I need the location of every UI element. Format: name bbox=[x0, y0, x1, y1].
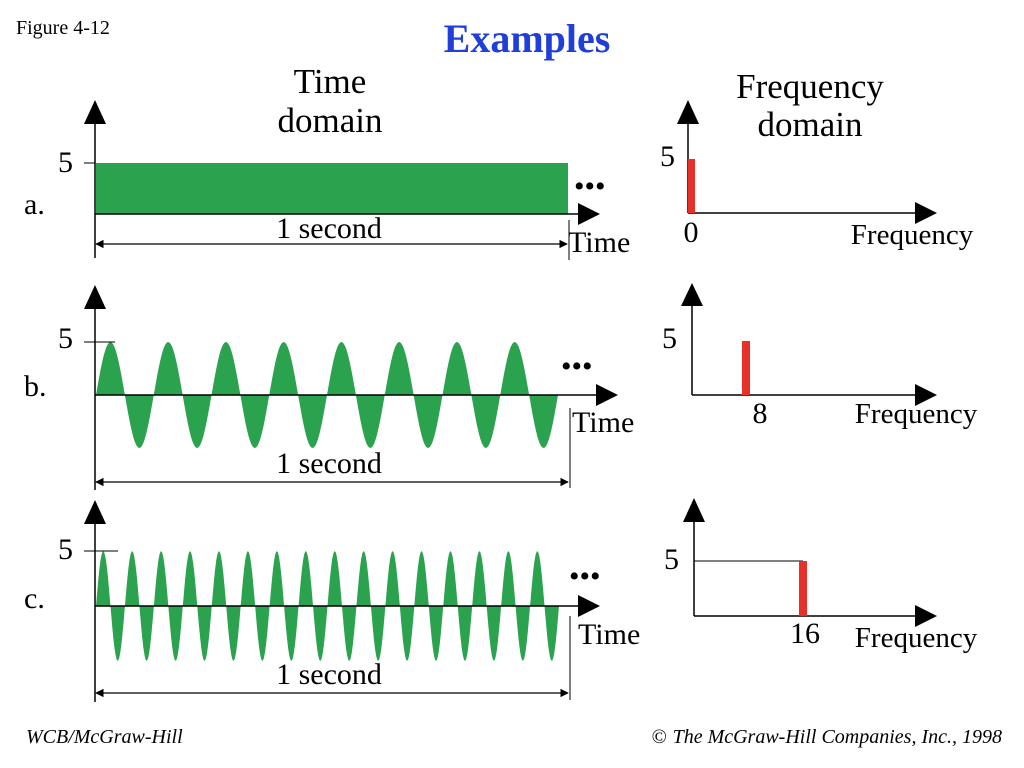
frequency-domain-plot: 5 16 Frequency bbox=[664, 498, 978, 654]
time-axis-arrow bbox=[578, 595, 600, 617]
frequency-axis-label: Frequency bbox=[855, 398, 978, 430]
freq-amplitude-axis-arrow bbox=[683, 498, 705, 522]
example-a: a. 5 ••• Time 1 second 5 0 Frequency bbox=[24, 100, 974, 260]
frequency-axis-label: Frequency bbox=[855, 622, 978, 654]
amplitude-label: 5 bbox=[58, 322, 73, 355]
freq-amplitude-label: 5 bbox=[662, 322, 677, 355]
spectrum-line bbox=[688, 159, 695, 213]
copyright-text: The McGraw-Hill Companies, Inc., 1998 bbox=[673, 726, 1002, 748]
frequency-axis-arrow bbox=[915, 384, 937, 406]
frequency-value-label: 8 bbox=[753, 397, 768, 430]
frequency-domain-header-line1: Frequency bbox=[736, 67, 884, 106]
frequency-axis-arrow bbox=[915, 605, 937, 627]
frequency-axis-arrow bbox=[915, 202, 937, 224]
time-amplitude-axis-arrow bbox=[84, 500, 106, 524]
time-axis-label: Time bbox=[568, 226, 630, 259]
spectrum-line bbox=[799, 561, 807, 616]
spectrum-line bbox=[742, 341, 750, 395]
frequency-domain-plot: 5 8 Frequency bbox=[662, 283, 978, 430]
frequency-axis-label: Frequency bbox=[851, 219, 974, 251]
footer-publisher: WCB/McGraw-Hill bbox=[26, 726, 183, 748]
amplitude-label: 5 bbox=[58, 533, 73, 566]
time-domain-plot: 5 ••• Time 1 second bbox=[58, 500, 640, 702]
duration-label: 1 second bbox=[276, 658, 382, 691]
time-domain-plot: 5 ••• Time 1 second bbox=[58, 100, 630, 260]
example-label: a. bbox=[24, 188, 45, 221]
time-domain-header-line2: domain bbox=[278, 101, 383, 140]
frequency-domain-plot: 5 0 Frequency bbox=[660, 100, 974, 251]
example-c: c. 5 ••• Time 1 second 5 16 Frequency bbox=[24, 498, 978, 702]
time-amplitude-axis-arrow bbox=[84, 100, 106, 124]
amplitude-label: 5 bbox=[58, 146, 73, 179]
example-label: b. bbox=[24, 370, 47, 403]
figure-label: Figure 4-12 bbox=[16, 17, 110, 39]
frequency-value-label: 0 bbox=[684, 216, 699, 249]
duration-label: 1 second bbox=[276, 447, 382, 480]
example-b: b. 5 ••• Time 1 second 5 8 Frequency bbox=[24, 283, 978, 490]
time-axis-arrow bbox=[596, 384, 618, 406]
continuation-dots: ••• bbox=[574, 170, 606, 203]
example-label: c. bbox=[24, 582, 45, 615]
frequency-value-label: 16 bbox=[790, 617, 820, 650]
freq-amplitude-axis-arrow bbox=[677, 100, 699, 124]
time-domain-header-line1: Time bbox=[294, 62, 367, 101]
freq-amplitude-label: 5 bbox=[664, 543, 679, 576]
freq-amplitude-label: 5 bbox=[660, 140, 675, 173]
time-amplitude-axis-arrow bbox=[84, 285, 106, 309]
slide-title: Examples bbox=[444, 16, 611, 61]
time-axis-label: Time bbox=[578, 618, 640, 651]
continuation-dots: ••• bbox=[569, 560, 601, 593]
frequency-domain-header-line2: domain bbox=[758, 105, 863, 144]
duration-label: 1 second bbox=[276, 212, 382, 245]
time-domain-plot: 5 ••• Time 1 second bbox=[58, 285, 634, 490]
time-axis-label: Time bbox=[572, 406, 634, 439]
continuation-dots: ••• bbox=[561, 350, 593, 383]
copyright-symbol: © bbox=[651, 726, 666, 748]
time-signal bbox=[96, 163, 568, 214]
freq-amplitude-axis-arrow bbox=[681, 283, 703, 306]
time-axis-arrow bbox=[578, 203, 600, 225]
footer-copyright: © The McGraw-Hill Companies, Inc., 1998 bbox=[651, 726, 1002, 748]
